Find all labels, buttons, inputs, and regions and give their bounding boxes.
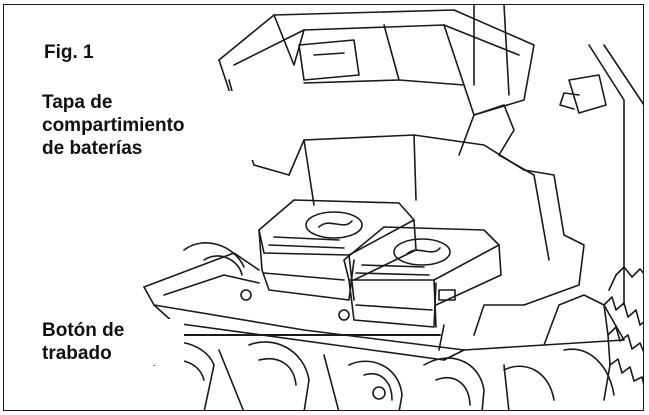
figure-frame: Fig. 1 Tapa de compartimiento de batería… [3,4,644,411]
battery-pack-left [258,199,417,301]
callout-battery-lid: Tapa de compartimiento de baterías [40,91,254,160]
wheel-right [603,266,643,401]
callout-lock-button: Botón de trabado [40,319,184,365]
handle-tube [473,5,643,306]
callout-line: Botón de [42,320,125,341]
callout-line: de baterías [42,138,143,159]
battery-lid [218,9,535,176]
callout-line: Tapa de [42,92,113,113]
snow-thrower-line-drawing [143,5,643,410]
auger-paddles [143,242,615,410]
battery-pack-right [343,226,502,328]
battery-compartment [288,104,585,306]
callout-line: compartimiento [42,115,185,136]
callout-line: trabado [42,343,112,364]
figure-title: Fig. 1 [42,41,96,64]
